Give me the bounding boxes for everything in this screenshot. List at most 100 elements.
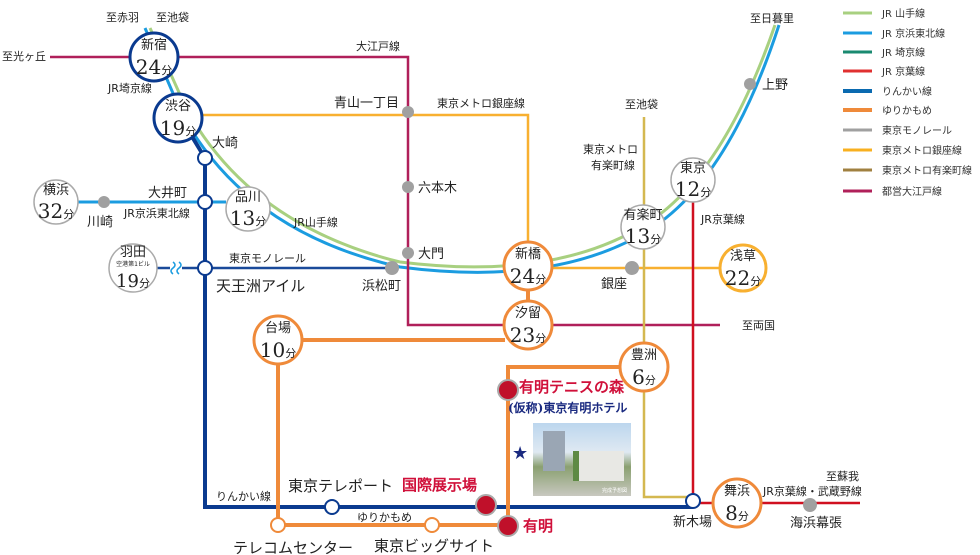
hub-name: 浅草 — [730, 249, 756, 264]
station-roppongi-marker[interactable] — [402, 181, 414, 193]
station-tennozu-marker[interactable] — [197, 260, 213, 276]
keihin-line-label: JR京浜東北線 — [123, 206, 190, 220]
monorail-line-label: 東京モノレール — [229, 251, 306, 265]
legend-label: ゆりかもめ — [882, 105, 932, 117]
hub-asakusa[interactable]: 浅草 22分 — [718, 243, 768, 293]
hub-shiodome[interactable]: 汐留 23分 — [502, 299, 554, 351]
station-telecom-marker[interactable] — [270, 517, 286, 533]
station-osaki-label: 大崎 — [212, 136, 238, 151]
station-roppongi-label: 六本木 — [418, 181, 457, 196]
station-hamamatsucho-label: 浜松町 — [362, 279, 401, 294]
rinkai-line-label: りんかい線 — [216, 489, 271, 503]
hub-toyosu[interactable]: 豊洲 6分 — [618, 341, 670, 393]
hub-daiba[interactable]: 台場 10分 — [252, 314, 304, 366]
legend-label: 東京メトロ銀座線 — [882, 144, 962, 157]
saikyo-line-label: JR埼京線 — [107, 81, 152, 95]
station-kawasaki-marker[interactable] — [98, 196, 110, 208]
hub-minutes: 22分 — [725, 266, 761, 290]
direction-akabane: 至赤羽 — [106, 11, 139, 24]
photo-caption: 完成予想図 — [601, 488, 627, 494]
station-kokusai-label: 国際展示場 — [402, 476, 477, 494]
hub-name: 新宿 — [141, 37, 167, 53]
hub-shinjuku[interactable]: 新宿 24分 — [128, 31, 180, 83]
hub-name: 汐留 — [515, 305, 541, 321]
hub-minutes: 19分 — [160, 116, 196, 140]
hub-shibuya[interactable]: 渋谷 19分 — [152, 92, 204, 144]
station-aoyama-label: 青山一丁目 — [334, 96, 399, 111]
hub-minutes: 19分 — [116, 271, 150, 292]
legend-label: 東京メトロ有楽町線 — [882, 164, 972, 177]
hub-minutes: 10分 — [260, 338, 296, 362]
station-ginza-marker[interactable] — [625, 261, 639, 275]
hub-name: 渋谷 — [165, 99, 191, 114]
hub-minutes: 12分 — [675, 177, 711, 201]
keiyo-line — [691, 180, 860, 505]
station-ueno-label: 上野 — [762, 78, 788, 93]
station-ariake-label: 有明 — [523, 517, 553, 535]
building-shape — [543, 431, 565, 471]
station-kawasaki-label: 川崎 — [87, 215, 113, 230]
station-shinkiba-label: 新木場 — [673, 514, 712, 530]
hub-name: 豊洲 — [631, 348, 657, 363]
direction-soga: 至蘇我 — [826, 470, 859, 483]
ginza-line-label: 東京メトロ銀座線 — [437, 96, 525, 110]
hub-maihama[interactable]: 舞浜 8分 — [711, 477, 763, 529]
station-ariake-marker[interactable] — [497, 515, 519, 537]
hub-name: 横浜 — [43, 183, 69, 198]
station-daimon-marker[interactable] — [402, 247, 414, 259]
hub-minutes: 6分 — [632, 365, 656, 389]
hub-name: 品川 — [235, 190, 261, 205]
station-ueno-marker[interactable] — [744, 78, 756, 90]
legend-label: JR 埼京線 — [881, 46, 925, 59]
legend-label: りんかい線 — [882, 85, 932, 98]
station-teleport-marker[interactable] — [324, 499, 340, 515]
station-aoyama-marker[interactable] — [402, 106, 414, 118]
station-bigsight-label: 東京ビッグサイト — [374, 537, 494, 555]
hub-name: 有楽町 — [623, 207, 662, 223]
direction-ikebukuro: 至池袋 — [156, 10, 189, 24]
station-ginza-label: 銀座 — [601, 277, 627, 292]
hotel-rendering-image: 完成予想図 — [533, 423, 631, 496]
hub-subname: 空港第1ビル — [116, 260, 150, 268]
yamanote-line-label: JR山手線 — [293, 215, 338, 229]
station-makuhari-marker[interactable] — [803, 498, 817, 512]
hub-name: 東京 — [680, 160, 706, 176]
hub-name: 新橋 — [515, 246, 541, 262]
station-hamamatsucho-marker[interactable] — [385, 261, 399, 275]
direction-ryogoku: 至両国 — [742, 319, 775, 332]
keiyo-musashino-line-label: JR京葉線・武蔵野線 — [762, 484, 862, 498]
hotel-label: (仮称)東京有明ホテル — [508, 400, 627, 415]
hub-minutes: 23分 — [510, 323, 546, 347]
oedo-line-label: 大江戸線 — [356, 39, 400, 53]
hub-name: 台場 — [265, 321, 291, 336]
hub-name: 舞浜 — [724, 484, 750, 499]
legend-label: JR 京浜東北線 — [881, 27, 945, 40]
station-tennis-marker[interactable] — [497, 379, 519, 401]
direction-ikebukuro-yurakucho: 至池袋 — [625, 97, 658, 111]
hub-shimbashi[interactable]: 新橋 24分 — [502, 240, 554, 292]
legend: JR 山手線 JR 京浜東北線 JR 埼京線 JR 京葉線 りんかい線 ゆりかも… — [843, 7, 972, 198]
station-oimachi-marker[interactable] — [197, 194, 213, 210]
station-teleport-label: 東京テレポート — [288, 477, 393, 495]
direction-hikarigaoka: 至光ヶ丘 — [2, 49, 46, 63]
hub-minutes: 8分 — [725, 501, 749, 525]
yurikamome-line-label: ゆりかもめ — [357, 511, 412, 524]
building-shape — [573, 451, 624, 481]
station-makuhari-label: 海浜幕張 — [790, 516, 842, 531]
station-tennozu-label: 天王洲アイル — [216, 277, 305, 295]
station-kokusai-marker[interactable] — [475, 494, 497, 516]
station-bigsight-marker[interactable] — [424, 517, 440, 533]
station-osaki-marker[interactable] — [197, 150, 213, 166]
station-shinkiba-marker[interactable] — [685, 493, 701, 509]
hub-minutes: 32分 — [38, 199, 74, 223]
hub-minutes: 24分 — [136, 55, 172, 79]
station-telecom-label: テレコムセンター — [233, 539, 353, 555]
legend-label: JR 京葉線 — [881, 65, 925, 78]
hub-minutes: 24分 — [510, 264, 546, 288]
